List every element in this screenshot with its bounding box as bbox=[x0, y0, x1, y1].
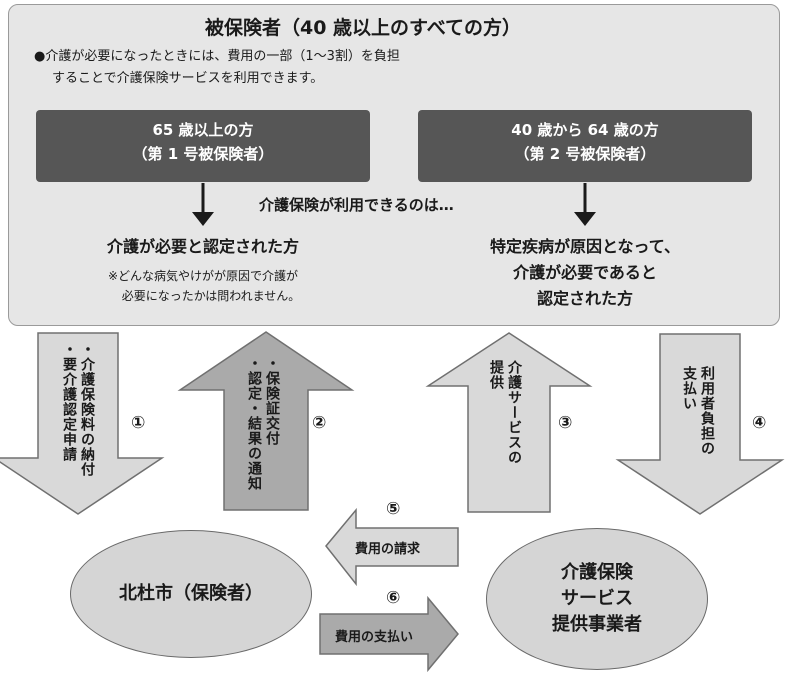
provider-label: 介護保険 サービス 提供事業者 bbox=[552, 560, 642, 638]
group-primary-line1: 65 歳以上の方 bbox=[152, 121, 254, 139]
flow-1-text-a: ・介護保険料の納付 bbox=[79, 342, 95, 477]
flow-1-labels: ・介護保険料の納付 ・要介護認定申請 bbox=[60, 342, 96, 482]
result-secondary-line1: 特定疾病が原因となって、 bbox=[490, 237, 680, 256]
insurer-label: 北杜市（保険者） bbox=[119, 583, 263, 604]
group-secondary-line2: （第 2 号被保険者） bbox=[514, 145, 656, 163]
flow-4-text-a: 利用者負担の bbox=[699, 366, 715, 456]
result-primary-note1: ※どんな病気やけがが原因で介護が bbox=[107, 269, 299, 283]
result-primary-main: 介護が必要と認定された方 bbox=[106, 237, 299, 256]
flow-2-text-a: ・保険証交付 bbox=[264, 356, 280, 446]
flow-1-text-b: ・要介護認定申請 bbox=[61, 342, 77, 462]
flow-arrow-2 bbox=[177, 331, 355, 511]
flow-arrow-4 bbox=[615, 333, 785, 515]
flow-3-text-b: 提供 bbox=[488, 360, 504, 390]
flow-3-labels: 介護サービスの 提供 bbox=[487, 360, 523, 510]
panel-note-line1: ●介護が必要になったときには、費用の一部（1～3割）を負担 bbox=[34, 49, 400, 64]
result-secondary-line3: 認定された方 bbox=[536, 289, 633, 308]
flow-3-text-a: 介護サービスの bbox=[506, 360, 522, 465]
result-secondary-line2: 介護が必要であると bbox=[513, 263, 657, 282]
result-primary-note2: 必要になったかは問われません。 bbox=[121, 289, 301, 303]
flow-3-number: ③ bbox=[558, 413, 573, 433]
provider-line2: サービス bbox=[561, 588, 633, 609]
panel-note-line2: することで介護保険サービスを利用できます。 bbox=[52, 71, 324, 86]
group-primary-line2: （第 1 号被保険者） bbox=[132, 145, 274, 163]
flow-4-text-b: 支払い bbox=[681, 366, 697, 411]
group-box-primary: 65 歳以上の方 （第 1 号被保険者） bbox=[36, 110, 370, 182]
flow-4-number: ④ bbox=[752, 413, 767, 433]
insurer-node: 北杜市（保険者） bbox=[70, 530, 312, 658]
provider-line1: 介護保険 bbox=[561, 562, 633, 583]
flow-5-number: ⑤ bbox=[386, 499, 401, 519]
group-secondary-line1: 40 歳から 64 歳の方 bbox=[511, 121, 659, 139]
provider-node: 介護保険 サービス 提供事業者 bbox=[486, 528, 708, 670]
flow-2-labels: ・保険証交付 ・認定・結果の通知 bbox=[245, 356, 281, 506]
flow-2-number: ② bbox=[312, 413, 327, 433]
flow-arrow-3 bbox=[425, 332, 593, 513]
arrow-down-secondary-head bbox=[574, 212, 596, 226]
flow-arrow-6 bbox=[319, 595, 459, 673]
flow-1-number: ① bbox=[131, 413, 146, 433]
flow-6-label: 費用の支払い bbox=[335, 630, 414, 645]
arrow-down-primary-head bbox=[192, 212, 214, 226]
flow-4-labels: 利用者負担の 支払い bbox=[680, 366, 716, 486]
group-box-secondary: 40 歳から 64 歳の方 （第 2 号被保険者） bbox=[418, 110, 752, 182]
flow-2-text-b: ・認定・結果の通知 bbox=[246, 356, 262, 491]
flow-6-number: ⑥ bbox=[386, 588, 401, 608]
result-secondary: 特定疾病が原因となって、 介護が必要であると 認定された方 bbox=[440, 234, 730, 312]
provider-line3: 提供事業者 bbox=[552, 614, 642, 635]
usage-condition-text: 介護保険が利用できるのは… bbox=[259, 196, 454, 214]
panel-title: 被保険者（40 歳以上のすべての方） bbox=[205, 17, 521, 39]
flow-arrow-1 bbox=[0, 332, 165, 515]
flow-5-label: 費用の請求 bbox=[355, 542, 421, 557]
flow-arrow-5 bbox=[325, 507, 459, 587]
